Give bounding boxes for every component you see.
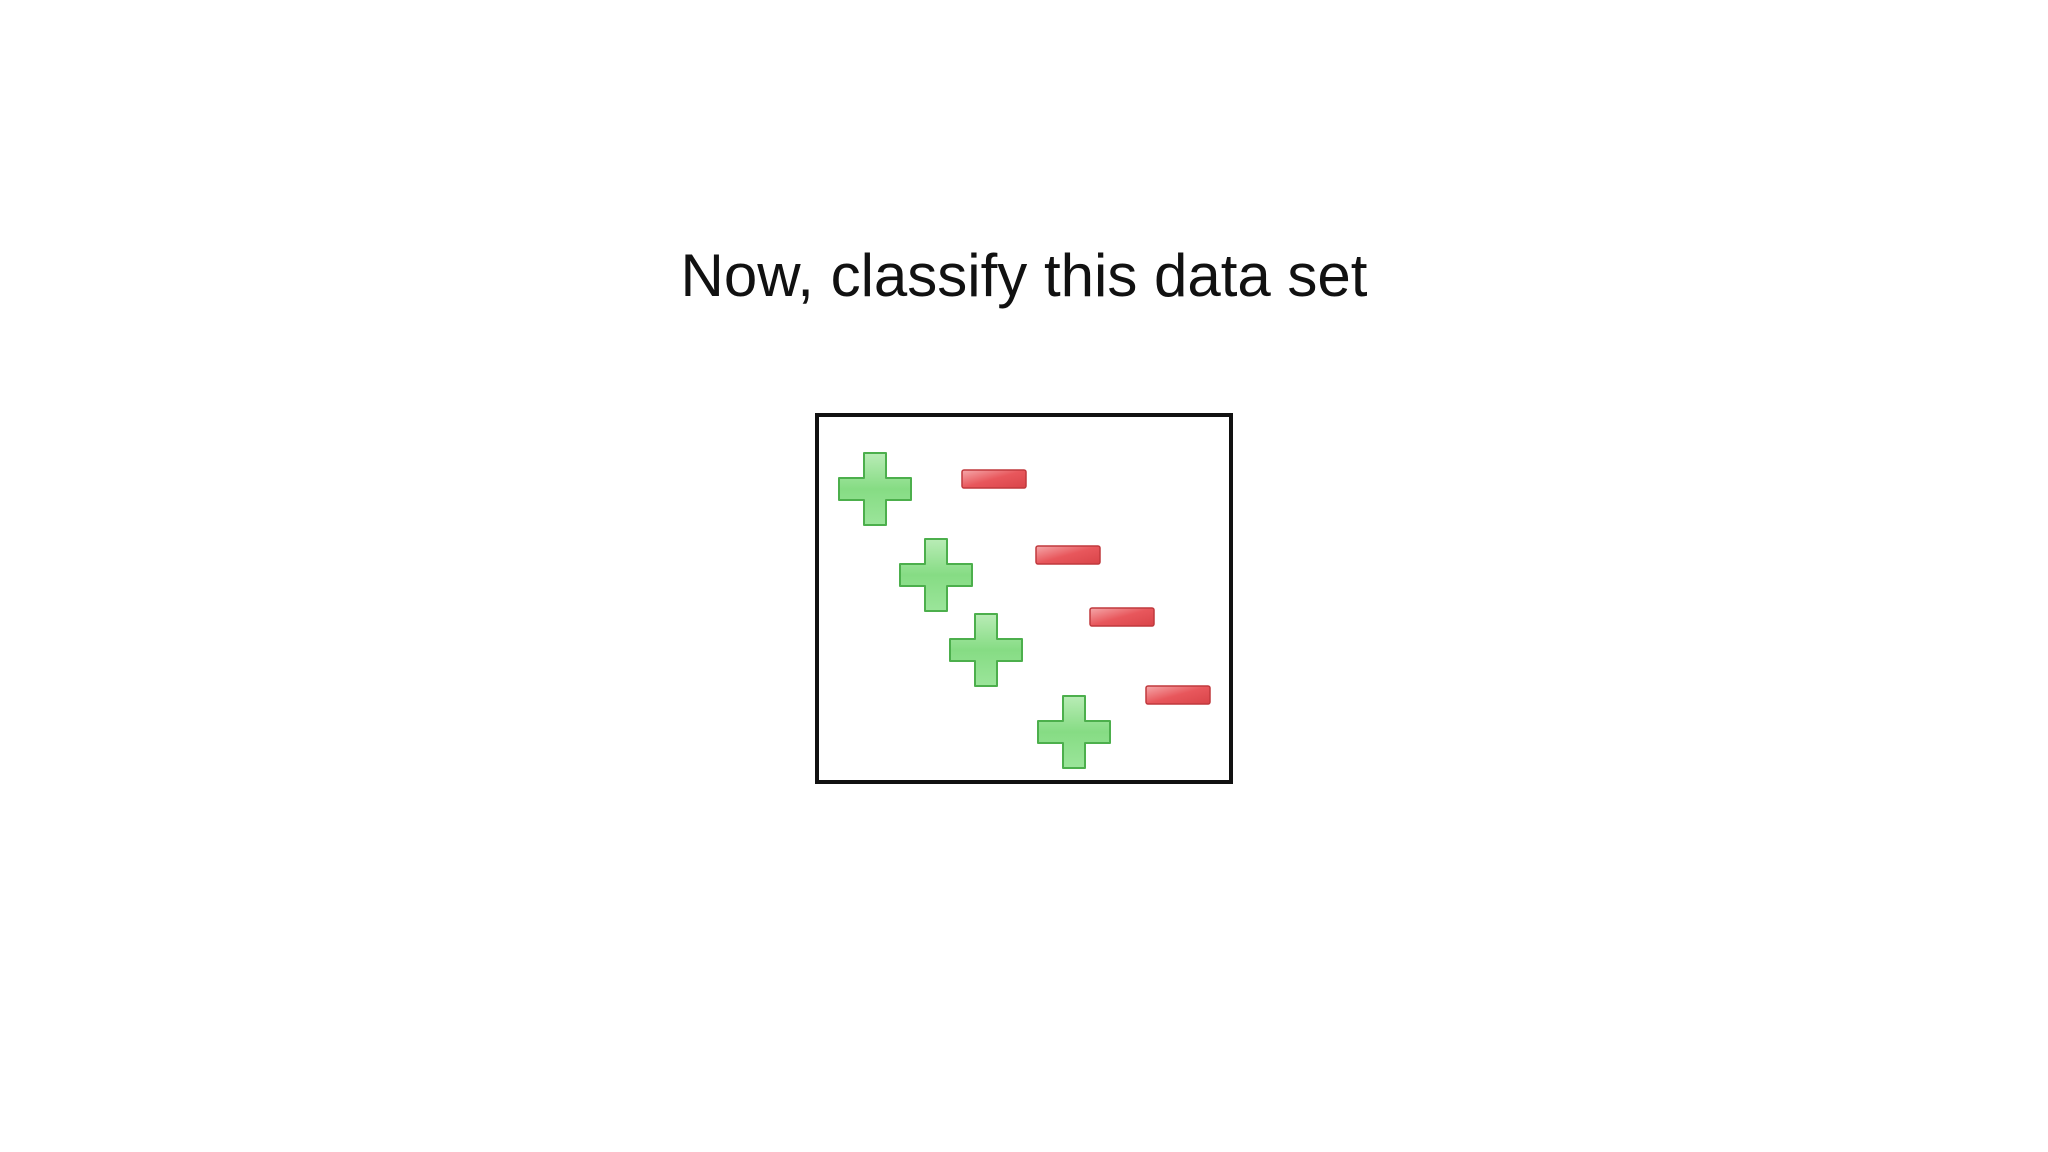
slide-title: Now, classify this data set <box>680 242 1368 309</box>
data-points <box>838 452 1211 769</box>
plus-icon <box>838 452 912 526</box>
minus-icon <box>961 469 1027 489</box>
minus-icon <box>1089 607 1155 627</box>
minus-icon <box>1035 545 1101 565</box>
plus-icon <box>899 538 973 612</box>
plus-icon <box>949 613 1023 687</box>
data-set-canvas <box>838 452 1211 769</box>
data-set-plot <box>815 413 1233 784</box>
plus-icon <box>1037 695 1111 769</box>
minus-icon <box>1145 685 1211 705</box>
